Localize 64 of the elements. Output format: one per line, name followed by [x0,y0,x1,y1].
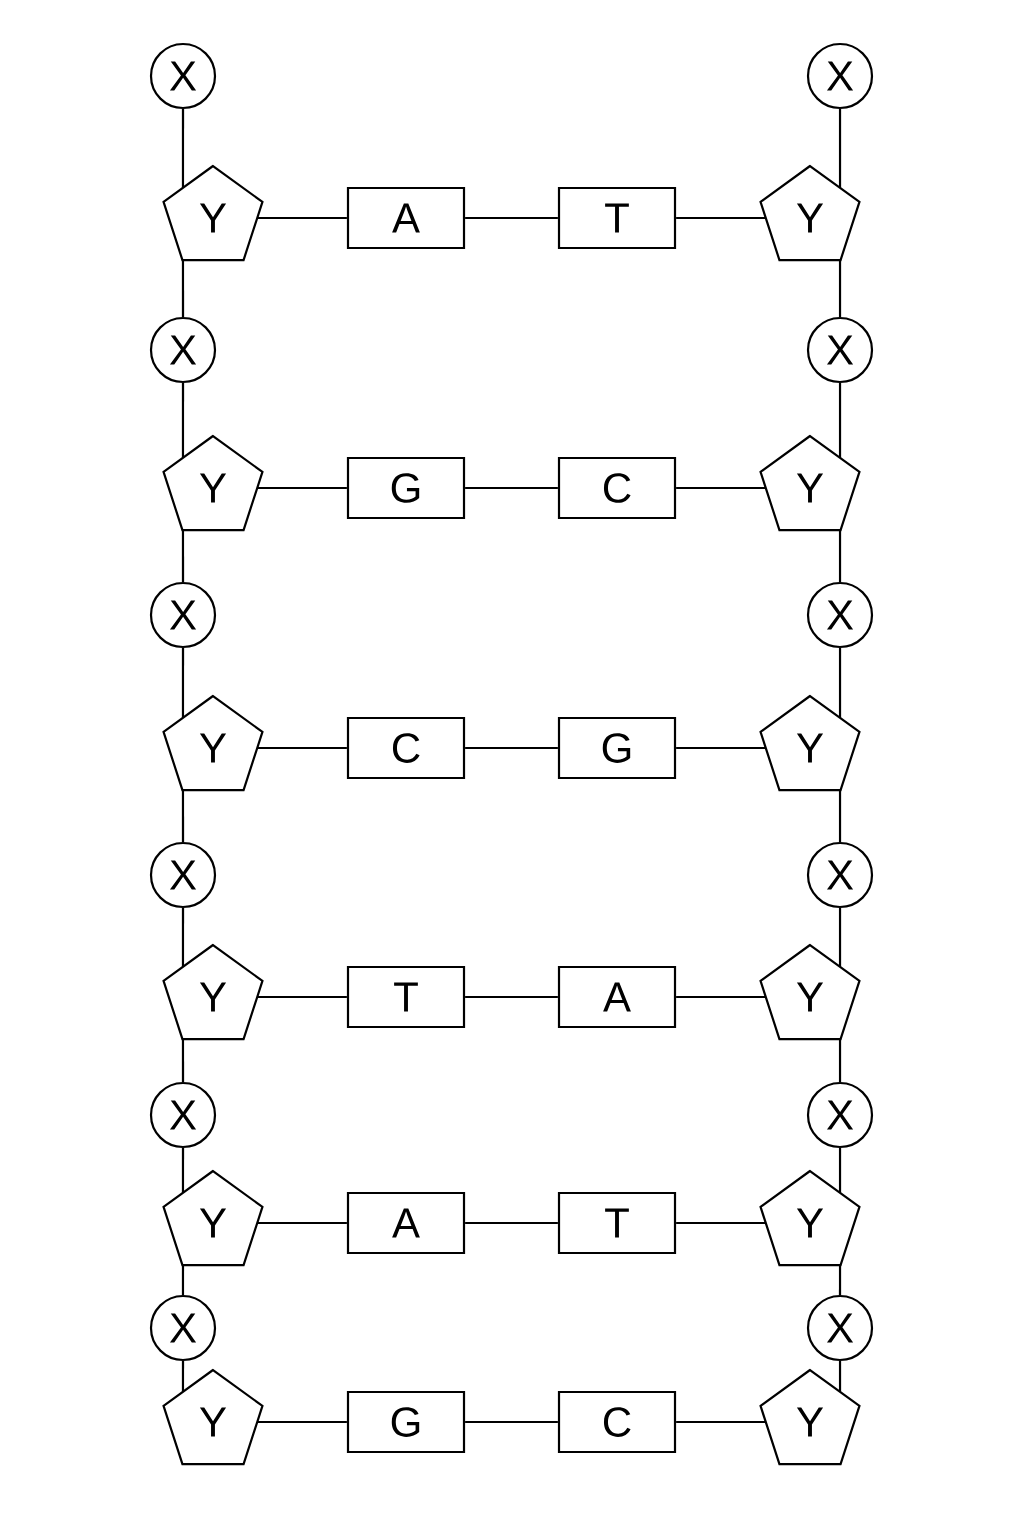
connector-line [676,1420,766,1424]
connector-line [838,1265,842,1295]
sugar-pentagon: Y [162,1169,264,1267]
base-box: C [557,456,677,520]
connector-line [181,1361,185,1392]
connector-line [838,260,842,317]
connector-line [838,790,842,842]
connector-line [676,1221,766,1225]
connector-line [465,486,558,490]
connector-line [257,746,347,750]
connector-line [676,746,766,750]
sugar-pentagon: Y [162,164,264,262]
base-box: G [557,716,677,780]
sugar-pentagon: Y [162,694,264,792]
sugar-pentagon: Y [759,1368,861,1466]
base-box: T [557,1191,677,1255]
connector-line [181,790,185,842]
base-box: G [346,456,466,520]
sugar-pentagon: Y [162,1368,264,1466]
base-box: A [346,186,466,250]
connector-line [181,908,185,967]
base-box: C [346,716,466,780]
sugar-pentagon: Y [162,434,264,532]
connector-line [838,109,842,188]
connector-line [257,995,347,999]
sugar-pentagon: Y [759,943,861,1041]
connector-line [838,530,842,582]
connector-line [838,908,842,967]
sugar-pentagon: Y [759,694,861,792]
connector-line [181,1148,185,1193]
base-box: G [346,1390,466,1454]
connector-line [181,260,185,317]
connector-line [181,1265,185,1295]
connector-line [676,486,766,490]
sugar-pentagon: Y [759,1169,861,1267]
connector-line [838,1039,842,1082]
connector-line [838,1148,842,1193]
connector-line [181,109,185,188]
base-box: T [346,965,466,1029]
connector-line [465,1420,558,1424]
connector-line [257,1221,347,1225]
connector-line [676,216,766,220]
connector-line [838,1361,842,1392]
connector-line [838,648,842,718]
connector-line [181,383,185,458]
sugar-pentagon: Y [759,164,861,262]
connector-line [465,995,558,999]
base-box: C [557,1390,677,1454]
connector-line [465,216,558,220]
connector-line [257,1420,347,1424]
connector-line [181,648,185,718]
base-box: A [346,1191,466,1255]
connector-line [676,995,766,999]
connector-line [257,486,347,490]
connector-line [465,1221,558,1225]
connector-line [465,746,558,750]
connector-line [181,530,185,582]
connector-line [838,383,842,458]
base-box: T [557,186,677,250]
sugar-pentagon: Y [162,943,264,1041]
base-box: A [557,965,677,1029]
connector-line [181,1039,185,1082]
sugar-pentagon: Y [759,434,861,532]
connector-line [257,216,347,220]
